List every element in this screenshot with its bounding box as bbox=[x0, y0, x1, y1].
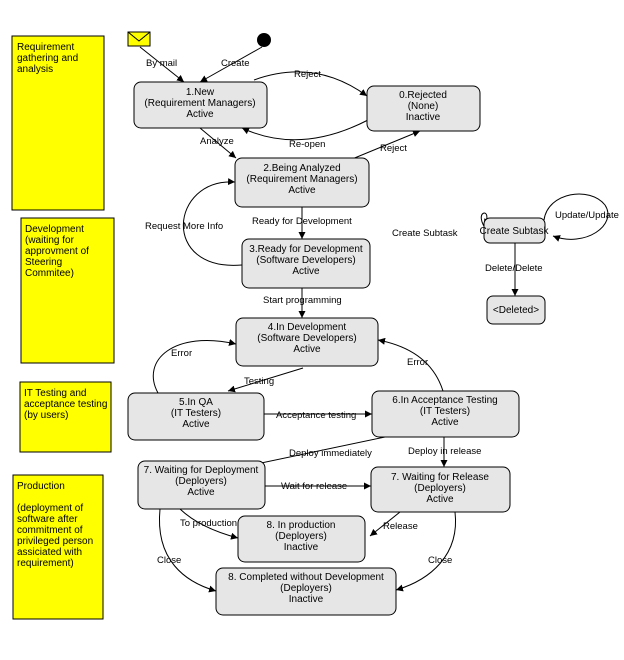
edge-close-1 bbox=[158, 508, 217, 593]
state-in-qa[interactable]: 5.In QA(IT Testers)Active bbox=[127, 392, 265, 441]
edge-label-delete-delete: Delete/Delete bbox=[485, 263, 543, 274]
edge-error-2 bbox=[377, 337, 444, 392]
svg-text:1.New(Requirement Managers)Act: 1.New(Requirement Managers)Active bbox=[144, 87, 255, 120]
edge-close-2 bbox=[395, 511, 457, 592]
edge-update-update bbox=[543, 193, 609, 242]
edge-by-mail bbox=[139, 46, 185, 83]
edge-to-production bbox=[179, 508, 239, 540]
edge-label-deploy-in-release: Deploy in release bbox=[408, 446, 481, 457]
edge-label-start-programming: Start programming bbox=[263, 295, 342, 306]
edge-label-update-update: Update/Update bbox=[555, 210, 619, 221]
edge-label-acceptance-testing: Acceptance testing bbox=[276, 410, 356, 421]
edge-label-create-subtask: Create Subtask bbox=[392, 228, 458, 239]
edge-reopen bbox=[241, 119, 369, 141]
note-testing-text: IT Testing and acceptance testing (by us… bbox=[24, 388, 110, 421]
svg-text:5.In QA(IT Testers)Active: 5.In QA(IT Testers)Active bbox=[171, 397, 221, 430]
state-completed-without-development[interactable]: 8. Completed without Development(Deploye… bbox=[215, 567, 397, 616]
note-testing-phase: IT Testing and acceptance testing (by us… bbox=[19, 381, 112, 453]
svg-text:8. Completed without Developme: 8. Completed without Development(Deploye… bbox=[228, 572, 384, 605]
svg-text:4.In Development(Software Deve: 4.In Development(Software Developers)Act… bbox=[257, 322, 356, 355]
edge-create bbox=[199, 46, 263, 83]
note-development-text: Development (waiting for approvment of S… bbox=[25, 224, 92, 279]
svg-text:6.In Acceptance Testing(IT Tes: 6.In Acceptance Testing(IT Testers)Activ… bbox=[392, 395, 497, 428]
edge-label-wait-for-release: Wait for release bbox=[281, 481, 347, 492]
svg-text:0.Rejected(None)Inactive: 0.Rejected(None)Inactive bbox=[399, 90, 447, 123]
edge-reject-1 bbox=[253, 71, 368, 97]
state-in-production[interactable]: 8. In production(Deployers)Inactive bbox=[237, 515, 366, 563]
state-rejected[interactable]: 0.Rejected(None)Inactive bbox=[366, 85, 481, 132]
edge-error-1 bbox=[152, 339, 237, 394]
svg-text:7. Waiting for Deployment(Depl: 7. Waiting for Deployment(Deployers)Acti… bbox=[144, 465, 259, 498]
svg-text:7. Waiting for Release(Deploye: 7. Waiting for Release(Deployers)Active bbox=[391, 472, 489, 505]
edge-label-analyze: Analyze bbox=[200, 136, 234, 147]
edge-label-deploy-immediately: Deploy immediately bbox=[289, 448, 372, 459]
mail-icon bbox=[127, 31, 151, 47]
state-being-analyzed[interactable]: 2.Being Analyzed(Requirement Managers)Ac… bbox=[234, 157, 370, 208]
note-requirement-phase: Requirement gathering and analysis bbox=[11, 35, 105, 211]
note-production-phase: Production (deployment of software after… bbox=[12, 474, 104, 620]
note-requirement-text: Requirement gathering and analysis bbox=[17, 42, 81, 75]
edge-label-by-mail: By mail bbox=[146, 58, 177, 69]
edge-testing bbox=[227, 367, 304, 393]
edges bbox=[139, 46, 609, 593]
state-waiting-for-deployment[interactable]: 7. Waiting for Deployment(Deployers)Acti… bbox=[137, 460, 266, 510]
svg-text:Create Subtask: Create Subtask bbox=[480, 226, 550, 237]
edge-release bbox=[369, 511, 401, 537]
svg-text:3.Ready for Development(Softwa: 3.Ready for Development(Software Develop… bbox=[249, 244, 363, 277]
edge-label-reopen: Re-open bbox=[289, 139, 325, 150]
edge-label-create: Create bbox=[221, 58, 250, 69]
initial-state-dot bbox=[257, 33, 271, 47]
note-development-phase: Development (waiting for approvment of S… bbox=[20, 217, 115, 364]
edge-label-testing: Testing bbox=[244, 376, 274, 387]
edge-label-release: Release bbox=[383, 521, 418, 532]
edge-labels: By mail Create Reject Re-open Analyze Re… bbox=[145, 58, 619, 566]
edge-request-more-info bbox=[182, 178, 243, 266]
edge-label-close-1: Close bbox=[157, 555, 181, 566]
state-deleted[interactable]: <Deleted> bbox=[486, 295, 546, 325]
state-waiting-for-release[interactable]: 7. Waiting for Release(Deployers)Active bbox=[370, 466, 511, 513]
state-new[interactable]: 1.New(Requirement Managers)Active bbox=[133, 81, 268, 129]
svg-text:8. In production(Deployers)Ina: 8. In production(Deployers)Inactive bbox=[267, 520, 336, 553]
edge-label-ready-for-development: Ready for Development bbox=[252, 216, 352, 227]
svg-text:<Deleted>: <Deleted> bbox=[493, 305, 539, 316]
edge-label-reject-2: Reject bbox=[380, 143, 407, 154]
svg-text:2.Being Analyzed(Requirement M: 2.Being Analyzed(Requirement Managers)Ac… bbox=[246, 163, 357, 196]
edge-analyze bbox=[199, 127, 237, 159]
state-in-development[interactable]: 4.In Development(Software Developers)Act… bbox=[235, 317, 379, 367]
edge-label-to-production: To production bbox=[180, 518, 237, 529]
state-ready-for-development[interactable]: 3.Ready for Development(Software Develop… bbox=[241, 238, 371, 289]
note-production-text: Production (deployment of software after… bbox=[17, 481, 96, 569]
edge-label-close-2: Close bbox=[428, 555, 452, 566]
edge-label-error-1: Error bbox=[171, 348, 192, 359]
edge-label-reject-1: Reject bbox=[294, 69, 321, 80]
state-create-subtask[interactable]: Create Subtask bbox=[480, 217, 550, 244]
edge-label-error-2: Error bbox=[407, 357, 428, 368]
state-in-acceptance-testing[interactable]: 6.In Acceptance Testing(IT Testers)Activ… bbox=[371, 390, 520, 438]
edge-label-request-more-info: Request More Info bbox=[145, 221, 223, 232]
